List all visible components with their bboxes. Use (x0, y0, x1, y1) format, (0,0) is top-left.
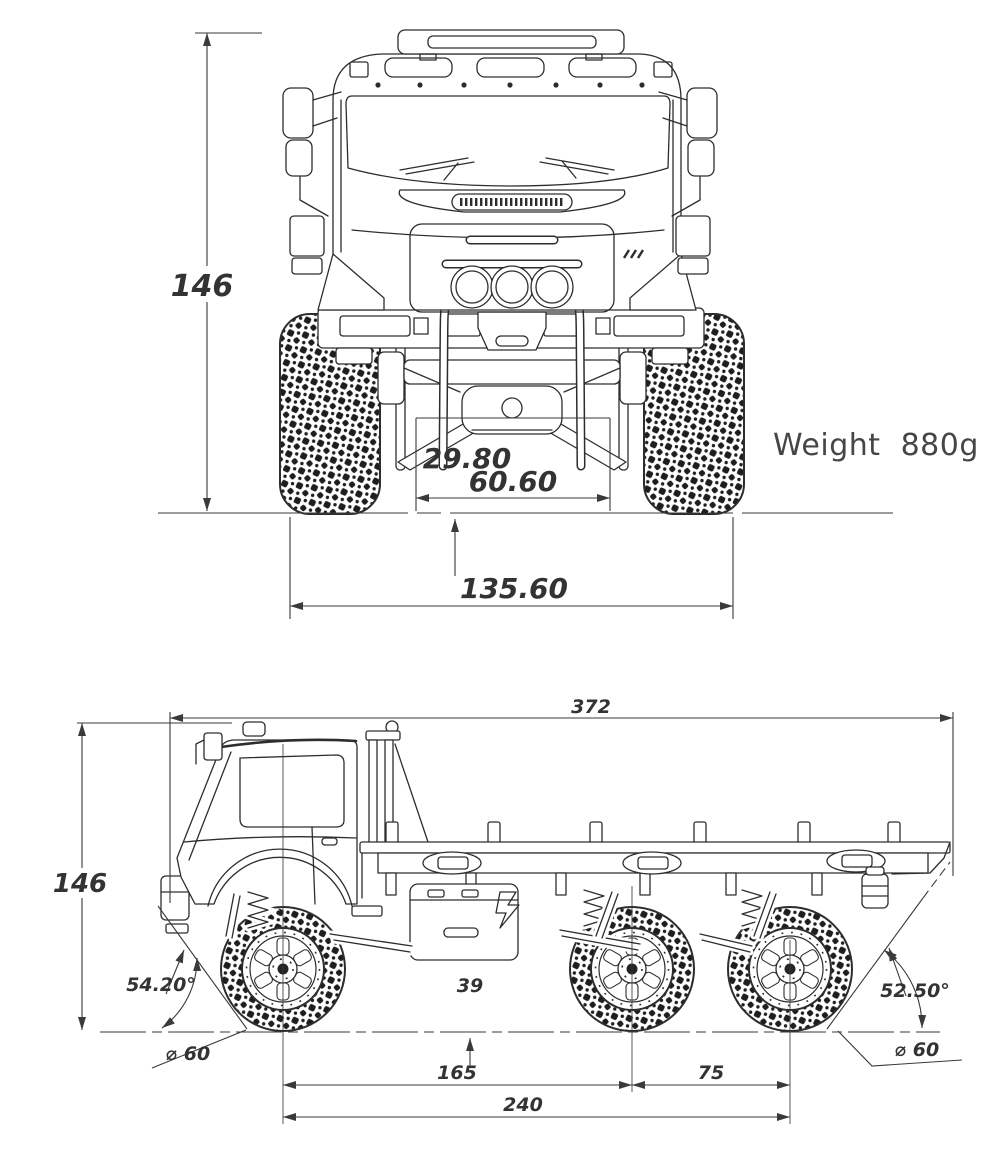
wheel-centerlines (282, 744, 791, 1124)
rivet-dots (375, 82, 645, 88)
grille (451, 193, 573, 211)
dim-front-overall-width: 135.60 (289, 517, 734, 619)
equipment-box (409, 866, 889, 961)
wheelbase-mid-rear-label: 75 (698, 1062, 724, 1084)
side-mirror (203, 732, 223, 761)
front-view-drawing (279, 29, 745, 515)
aux-lamp-left (450, 265, 494, 309)
ground-clearance-label: 39 (457, 975, 483, 997)
front-cab (317, 29, 697, 313)
roof-marker-lamp (242, 721, 266, 737)
dim-front-wheel-diameter: ⌀ 60 (151, 1029, 247, 1069)
cab-window (239, 754, 345, 828)
approach-angle-label: 54.20° (126, 974, 196, 996)
dim-front-height: 146 (171, 32, 262, 511)
windshield (345, 95, 671, 187)
overall-width-dim-label: 135.60 (460, 572, 568, 605)
front-spring (247, 891, 269, 929)
lightning-glyph (495, 891, 520, 929)
side-cab (160, 721, 383, 934)
rear-wheel-diameter-label: ⌀ 60 (895, 1039, 940, 1061)
weight-label: Weight 880g (773, 428, 979, 463)
side-view-drawing (160, 720, 951, 1032)
dim-ground-clearance: 39 (457, 975, 483, 1066)
rear-canister (861, 873, 889, 909)
dim-front-track: 60.60 (416, 465, 610, 502)
side-height-dim-label: 146 (53, 869, 107, 899)
dim-wheelbase: 165 75 240 (283, 1062, 790, 1121)
dim-approach-angle: 54.20° (126, 905, 248, 1030)
roof-light-pod (397, 29, 625, 55)
track-dim-label: 60.60 (469, 465, 558, 498)
suspension (222, 886, 780, 956)
dim-overall-length: 372 (169, 696, 954, 903)
brand-mark (622, 249, 645, 259)
aux-lamp-center (490, 265, 534, 309)
wheelbase-front-mid-label: 165 (437, 1062, 477, 1084)
dim-rear-wheel-diameter: ⌀ 60 (837, 1030, 963, 1067)
wheelbase-total-label: 240 (503, 1094, 543, 1116)
wipers (399, 157, 615, 181)
aux-lamp-right (530, 265, 574, 309)
departure-angle-label: 52.50° (880, 980, 950, 1002)
dim-departure-angle: 52.50° (826, 861, 951, 1030)
center-offset-dim-label: 29.80 (423, 442, 512, 475)
front-bumper (317, 307, 705, 365)
side-mirrors (282, 87, 718, 275)
dim-front-center-offset: 29.80 (415, 417, 611, 511)
overall-length-dim-label: 372 (571, 696, 611, 718)
front-wheel-diameter-label: ⌀ 60 (166, 1043, 211, 1065)
front-height-dim-label: 146 (171, 269, 234, 304)
flatbed (359, 821, 951, 899)
dim-side-height: 146 (53, 722, 232, 1030)
